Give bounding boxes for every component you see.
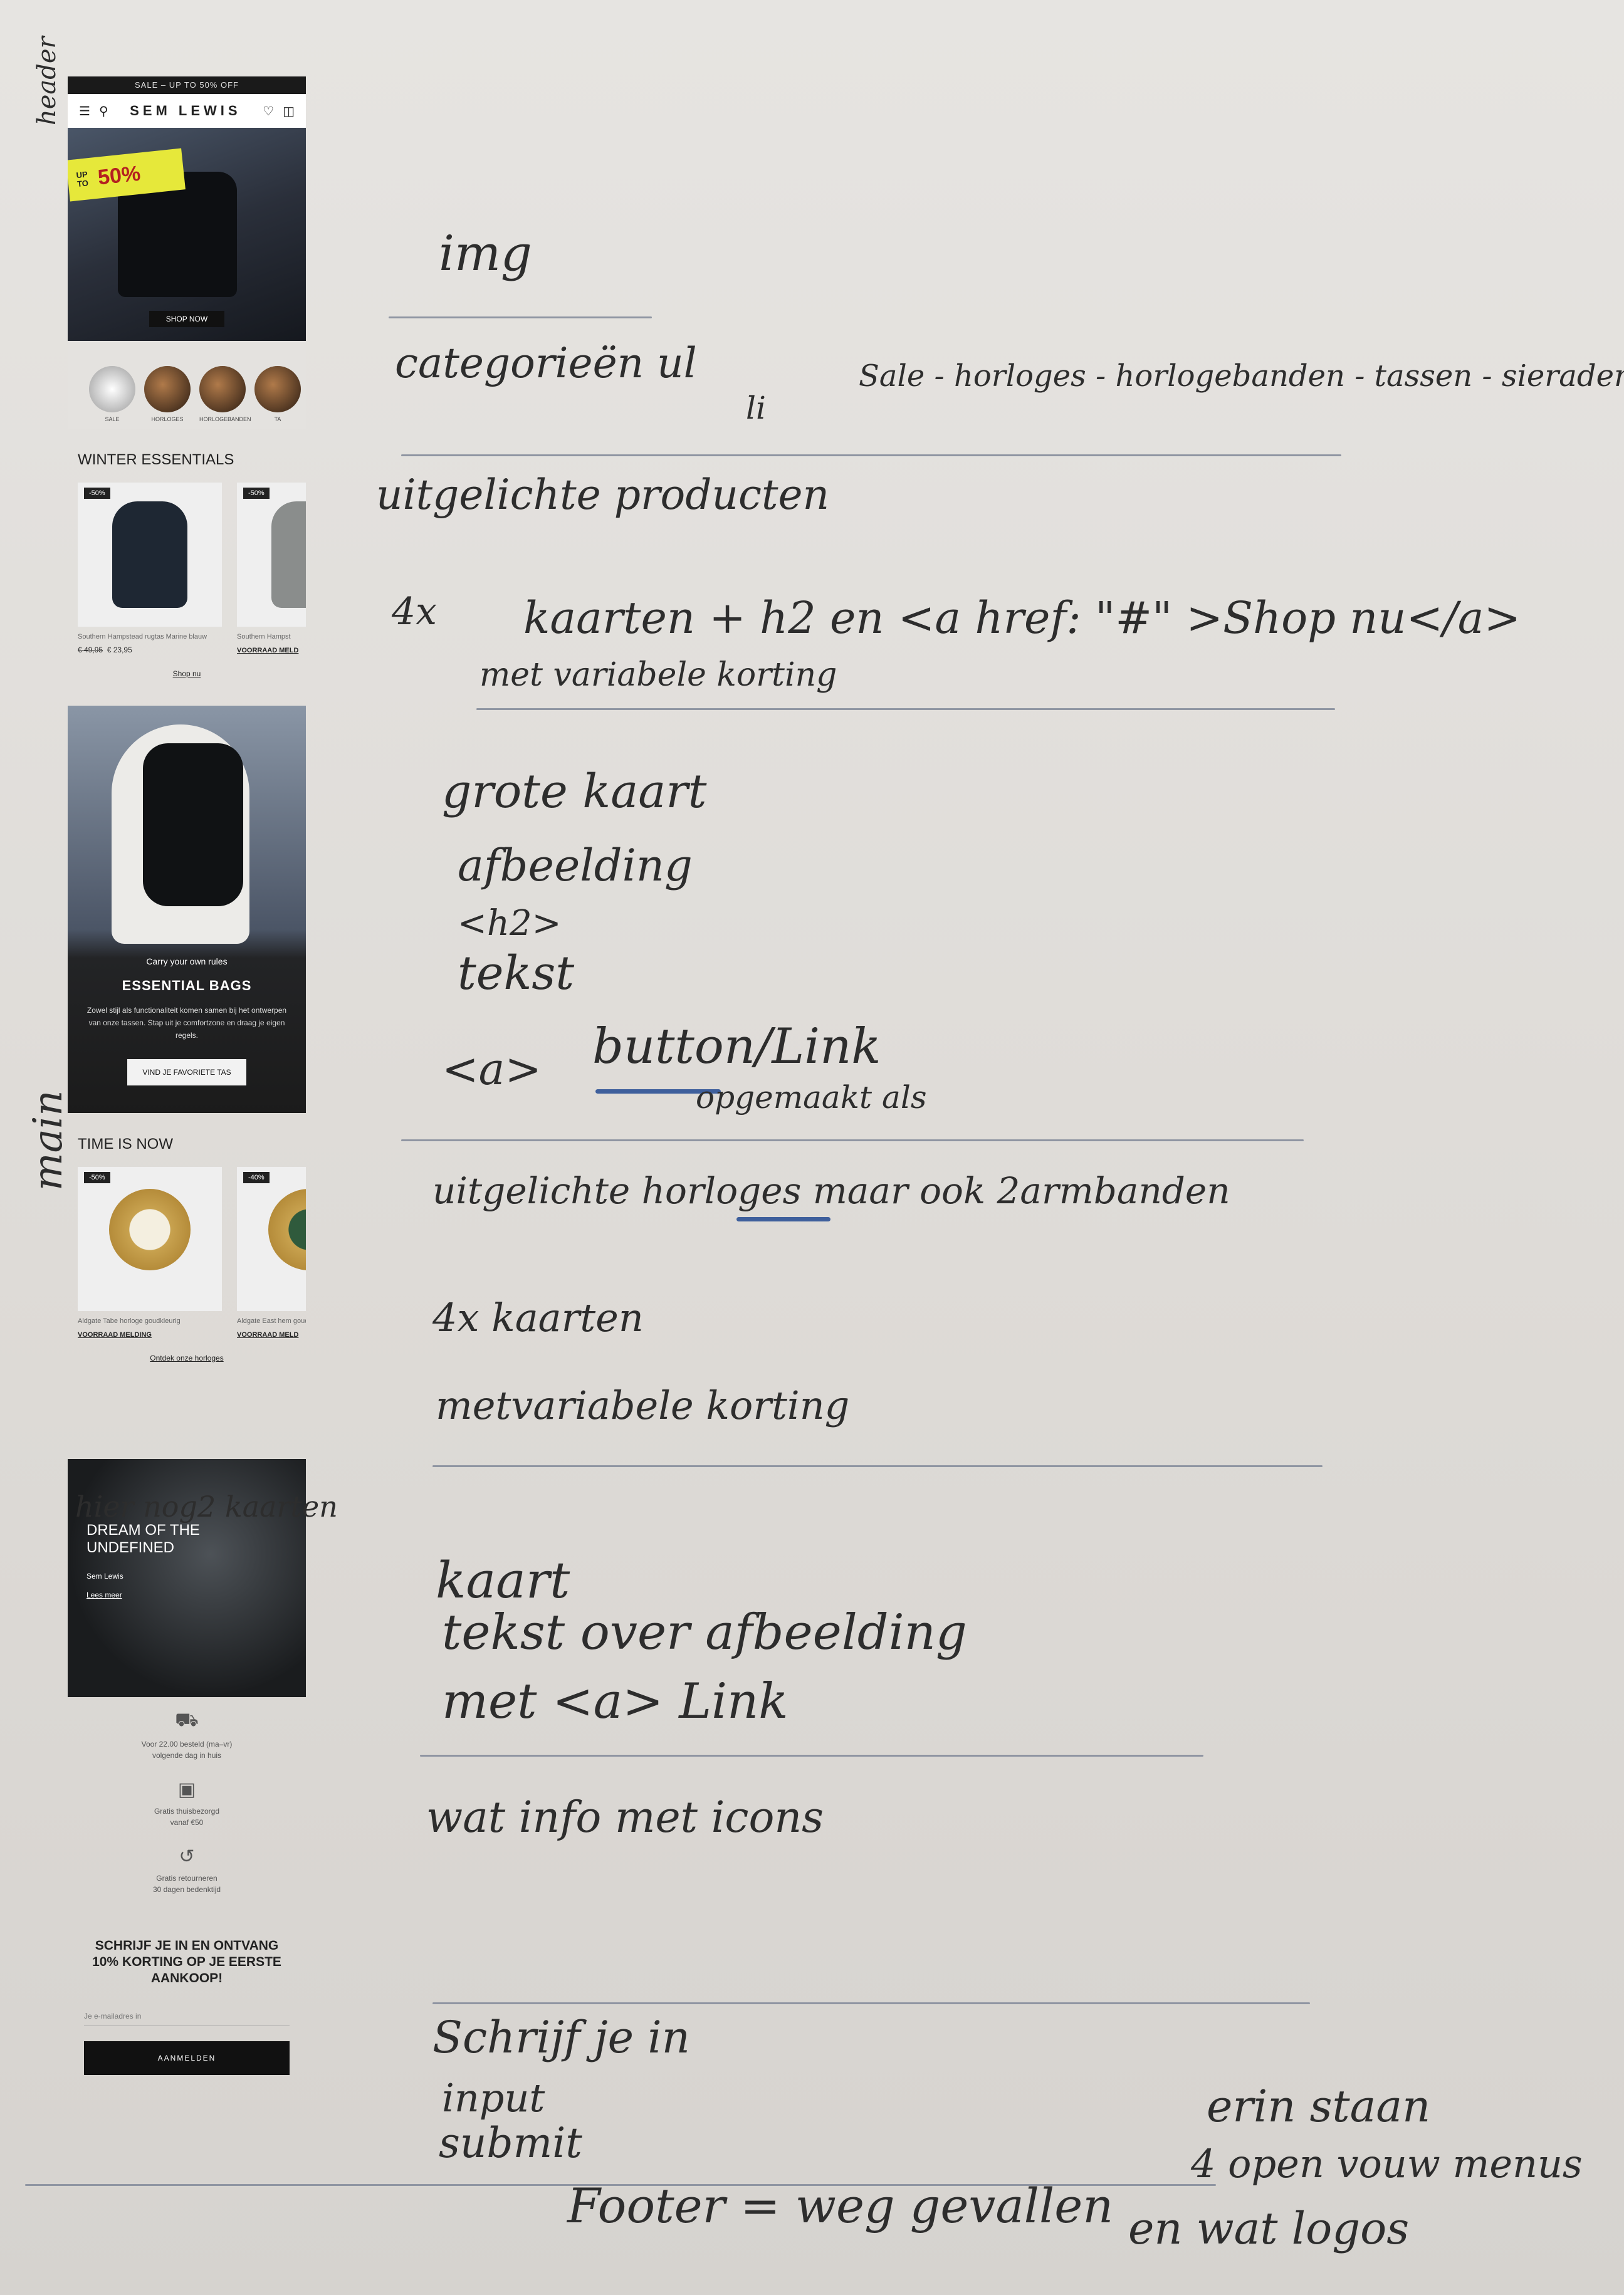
note-variable-discount: met variabele korting	[479, 656, 837, 694]
note-info-icons: wat info met icons	[426, 1793, 824, 1843]
site-header: ☰ ⚲ SEM LEWIS ♡ ◫	[68, 94, 306, 128]
big-card: Carry your own rules ESSENTIAL BAGS Zowe…	[68, 706, 306, 1113]
box-icon: ▣	[177, 1779, 196, 1800]
note-subscribe: Schrijf je in	[432, 2012, 690, 2063]
note-footer: Footer = weg gevallen	[567, 2178, 1114, 2234]
product-card[interactable]: -50% Aldgate Tabe horloge goudkleurig VO…	[78, 1167, 222, 1339]
email-input[interactable]: Je e-mailadres in	[84, 2012, 290, 2026]
note-button-link: button/Link	[592, 1018, 881, 1075]
product-card[interactable]: -50% Southern Hampstead rugtas Marine bl…	[78, 483, 222, 654]
note-featured: uitgelichte producten	[376, 471, 830, 519]
section-title: WINTER ESSENTIALS	[78, 451, 234, 468]
note-img: img	[439, 226, 532, 282]
note-card: kaart	[436, 1551, 570, 1609]
category-item[interactable]: TA	[254, 366, 301, 422]
product-card[interactable]: -50% Southern Hampst VOORRAAD MELD	[237, 483, 306, 654]
note-with-link: met <a> Link	[442, 1673, 788, 1730]
hero-image: UP TO 50% SHOP NOW	[68, 128, 306, 341]
truck-icon: ⛟	[175, 1710, 199, 1730]
category-list: SALE HORLOGES HORLOGEBANDEN TA	[68, 341, 306, 429]
note-big-card: grote kaart	[442, 765, 707, 818]
hero-shop-button[interactable]: SHOP NOW	[149, 311, 224, 327]
note-input: input	[442, 2075, 545, 2121]
note-made-as: opgemaakt als	[696, 1079, 927, 1116]
product-card[interactable]: -40% Aldgate East hem goudkleurig en gr …	[237, 1167, 306, 1339]
note-big-img: afbeelding	[458, 840, 693, 891]
brand-logo[interactable]: SEM LEWIS	[130, 103, 241, 118]
subscribe-button[interactable]: AANMELDEN	[84, 2041, 290, 2075]
note-should-be-3: en wat logos	[1128, 2203, 1410, 2254]
big-card-button[interactable]: VIND JE FAVORIETE TAS	[127, 1059, 246, 1085]
note-should-be-1: erin staan	[1207, 2081, 1431, 2132]
category-item[interactable]: SALE	[89, 366, 135, 422]
discover-watches-link[interactable]: Ontdek onze horloges	[150, 1354, 224, 1362]
note-four-cards: 4x kaarten	[432, 1295, 644, 1341]
product-cards: -50% Southern Hampstead rugtas Marine bl…	[68, 475, 306, 662]
note-big-text: tekst	[458, 946, 575, 1000]
bag-icon[interactable]: ◫	[283, 104, 295, 118]
menu-icon[interactable]: ☰	[79, 104, 90, 118]
note-should-be-2: 4 open vouw menus	[1191, 2141, 1583, 2187]
note-submit: submit	[439, 2119, 582, 2167]
note-big-h2: <h2>	[458, 903, 562, 944]
note-4x: 4x	[392, 590, 437, 634]
search-icon[interactable]: ⚲	[98, 104, 108, 118]
note-text-over: tekst over afbeelding	[442, 1604, 967, 1661]
note-header: header	[33, 36, 61, 125]
return-icon: ↺	[179, 1846, 195, 1867]
category-item[interactable]: HORLOGES	[144, 366, 191, 422]
shop-now-link[interactable]: Shop nu	[172, 669, 201, 678]
info-list: ⛟Voor 22.00 besteld (ma–vr)volgende dag …	[68, 1697, 306, 1925]
note-featured-watches: uitgelichte horloges maar ook 2armbanden	[432, 1169, 1230, 1212]
note-categories: categorieën ul	[395, 339, 697, 387]
heart-icon[interactable]: ♡	[263, 104, 275, 118]
mobile-mockup: SALE – UP TO 50% OFF ☰ ⚲ SEM LEWIS ♡ ◫ U…	[68, 76, 306, 2075]
watch-cards: -50% Aldgate Tabe horloge goudkleurig VO…	[68, 1159, 306, 1346]
promo-topbar: SALE – UP TO 50% OFF	[68, 76, 306, 94]
note-category-items: Sale - horloges - horlogebanden - tassen…	[859, 358, 1624, 394]
note-two-more: hier nog2 kaarten	[75, 1490, 338, 1524]
note-a-tag: <a>	[442, 1043, 542, 1095]
note-variable-discount-2: metvariabele korting	[436, 1383, 850, 1428]
note-cards-line: kaarten + h2 en <a href: "#" >Shop nu</a…	[523, 592, 1521, 644]
section-title: TIME IS NOW	[78, 1136, 173, 1153]
note-main: main	[25, 1090, 71, 1191]
category-item[interactable]: HORLOGEBANDEN	[199, 366, 251, 422]
note-li: li	[746, 390, 766, 426]
dream-link[interactable]: Lees meer	[86, 1591, 122, 1599]
